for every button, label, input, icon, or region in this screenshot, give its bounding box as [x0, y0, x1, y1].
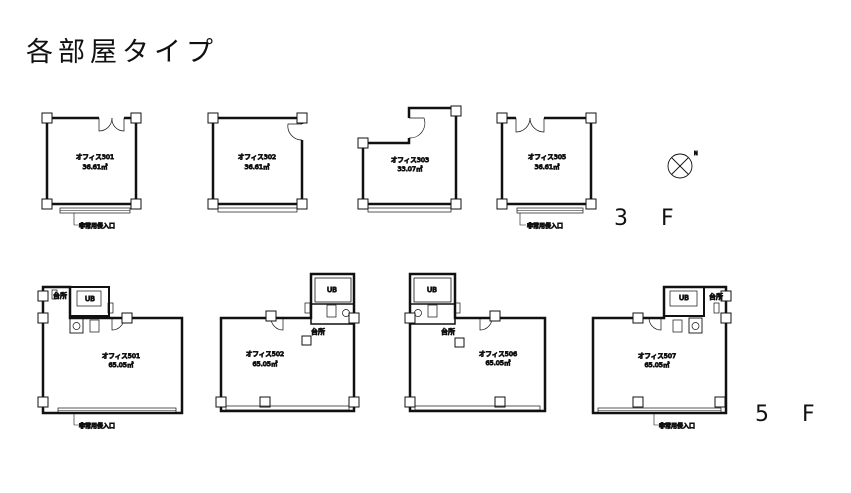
room-501-name: オフィス501 [102, 352, 140, 360]
floor-label-3f: 3 F [614, 206, 687, 231]
room-305-name: オフィス305 [528, 153, 566, 161]
room-506-name: オフィス506 [479, 350, 517, 358]
page-title: 各部屋タイプ [26, 37, 218, 68]
room-302-area: 36.61㎡ [244, 162, 270, 171]
room-502-kitchen-label: 台所 [311, 327, 325, 336]
room-303-plan [357, 105, 462, 213]
room-305-area: 36.61㎡ [534, 162, 560, 171]
north-compass-icon [667, 153, 693, 179]
room-506-area: 65.05㎡ [485, 358, 511, 367]
room-506-plan [404, 272, 547, 413]
room-506-kitchen-label: 台所 [441, 327, 455, 336]
room-301-name: オフィス301 [76, 153, 114, 161]
room-303-area: 33.07㎡ [397, 164, 423, 173]
room-303-name: オフィス303 [391, 156, 429, 164]
room-302-plan [207, 112, 308, 213]
room-501-ub-label: UB [85, 295, 95, 303]
room-507-ub-label: UB [679, 294, 689, 302]
room-501-plan [37, 285, 184, 426]
room-507-emergency-label: 非常用侵入口 [659, 422, 695, 430]
room-507-plan [591, 285, 732, 426]
room-302-name: オフィス302 [238, 153, 276, 161]
room-305-emergency-label: 非常用侵入口 [527, 222, 563, 230]
floor-label-5f: 5 F [755, 402, 828, 427]
room-501-area: 65.05㎡ [108, 360, 134, 369]
room-507-name: オフィス507 [638, 352, 676, 360]
room-301-area: 36.61㎡ [82, 162, 108, 171]
room-502-name: オフィス502 [246, 350, 284, 358]
room-301-emergency-label: 非常用侵入口 [79, 222, 115, 230]
room-502-plan [215, 272, 360, 413]
room-502-ub-label: UB [327, 286, 337, 294]
room-502-area: 65.05㎡ [252, 359, 278, 368]
room-506-ub-label: UB [427, 286, 437, 294]
room-501-emergency-label: 非常用侵入口 [79, 422, 115, 430]
north-label: N [694, 151, 698, 157]
room-507-kitchen-label: 台所 [709, 292, 723, 301]
room-501-kitchen-label: 台所 [53, 291, 67, 300]
room-507-area: 65.05㎡ [644, 360, 670, 369]
room-301-plan [41, 112, 142, 226]
room-305-plan [496, 112, 597, 226]
